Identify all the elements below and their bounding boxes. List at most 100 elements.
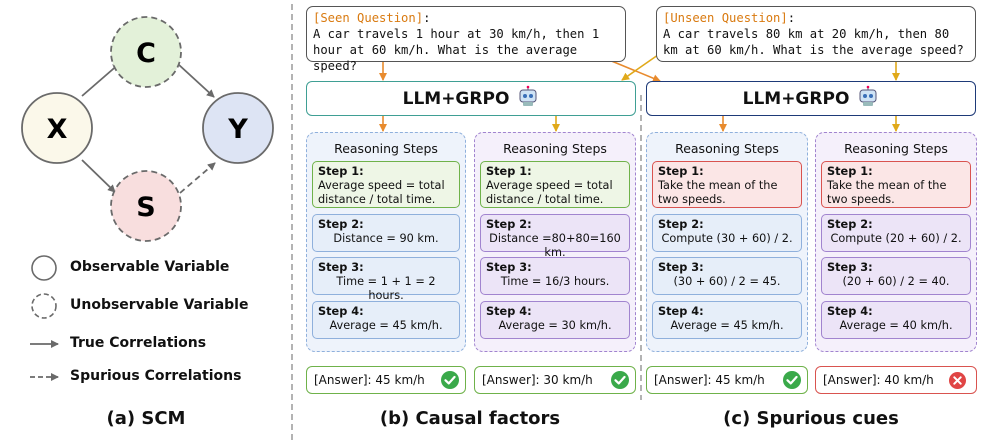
node-y-label: Y: [227, 114, 248, 145]
step-text: Distance =80+80=160 km.: [489, 232, 621, 259]
node-s-label: S: [136, 192, 155, 223]
edge-x-c: [81, 62, 121, 97]
step-label: Step 2:: [486, 218, 532, 231]
legend-unobservable-icon: [31, 293, 57, 319]
llm-grpo-box-left: LLM+GRPO: [306, 81, 636, 116]
legend-observable-icon: [31, 255, 57, 281]
step-box: Step 4: Average = 30 km/h.: [480, 301, 630, 339]
step-text: Average = 40 km/h.: [839, 319, 953, 332]
step-box: Step 4: Average = 45 km/h.: [652, 301, 802, 339]
step-label: Step 4:: [658, 305, 704, 318]
answer-box-4: [Answer]: 40 km/h: [815, 366, 977, 394]
answer-text: [Answer]: 45 km/h: [654, 373, 765, 387]
reasoning-title: Reasoning Steps: [675, 141, 779, 156]
seen-question-colon: :: [423, 11, 431, 25]
llm-grpo-label-right: LLM+GRPO: [742, 88, 850, 109]
step-label: Step 2:: [827, 218, 873, 231]
node-c-label: C: [136, 38, 156, 69]
node-y: [202, 92, 274, 164]
caption-causal-factors: (b) Causal factors: [379, 408, 561, 429]
step-box: Step 3: (20 + 60) / 2 = 40.: [821, 257, 971, 295]
step-box: Step 3: (30 + 60) / 2 = 45.: [652, 257, 802, 295]
step-text: Take the mean of the two speeds.: [658, 179, 778, 206]
unseen-question-box: [Unseen Question]: A car travels 80 km a…: [656, 6, 976, 62]
check-icon: [611, 371, 629, 392]
step-label: Step 2:: [318, 218, 364, 231]
unseen-question-tag: [Unseen Question]: [663, 11, 788, 25]
legend-observable-label: Observable Variable: [70, 259, 230, 275]
step-text: Compute (20 + 60) / 2.: [830, 232, 962, 245]
answer-text: [Answer]: 40 km/h: [823, 373, 934, 387]
legend-unobservable-label: Unobservable Variable: [70, 297, 249, 313]
step-box: Step 1: Take the mean of the two speeds.: [821, 161, 971, 208]
step-box: Step 4: Average = 45 km/h.: [312, 301, 460, 339]
step-text: (30 + 60) / 2 = 45.: [673, 275, 781, 288]
reasoning-column-2: Reasoning Steps Step 1: Average speed = …: [474, 132, 636, 352]
reasoning-title: Reasoning Steps: [334, 141, 438, 156]
step-text: Average = 45 km/h.: [329, 319, 443, 332]
answer-box-3: [Answer]: 45 km/h: [646, 366, 808, 394]
step-label: Step 4:: [486, 305, 532, 318]
check-icon: [441, 371, 459, 392]
step-text: Average = 45 km/h.: [670, 319, 784, 332]
step-text: Compute (30 + 60) / 2.: [661, 232, 793, 245]
step-label: Step 2:: [658, 218, 704, 231]
unseen-question-text: A car travels 80 km at 20 km/h, then 80 …: [663, 27, 964, 57]
llm-grpo-label-left: LLM+GRPO: [402, 88, 510, 109]
step-text: Average = 30 km/h.: [498, 319, 612, 332]
answer-box-1: [Answer]: 45 km/h: [306, 366, 466, 394]
llm-grpo-box-right: LLM+GRPO: [646, 81, 976, 116]
node-c: [110, 16, 182, 88]
answer-text: [Answer]: 30 km/h: [482, 373, 593, 387]
step-label: Step 3:: [486, 261, 532, 274]
step-text: Distance = 90 km.: [333, 232, 439, 245]
unseen-question-colon: :: [787, 11, 796, 25]
step-box: Step 4: Average = 40 km/h.: [821, 301, 971, 339]
step-label: Step 1:: [827, 165, 873, 178]
step-box: Step 2: Distance = 90 km.: [312, 214, 460, 252]
edge-s-y: [179, 162, 216, 194]
node-x-label: X: [47, 114, 68, 145]
node-s: [110, 170, 182, 242]
step-label: Step 3:: [318, 261, 364, 274]
step-box: Step 1: Average speed = total distance /…: [480, 161, 630, 208]
step-label: Step 3:: [827, 261, 873, 274]
step-label: Step 1:: [658, 165, 704, 178]
step-text: Average speed = total distance / total t…: [318, 179, 445, 206]
seen-question-tag: [Seen Question]: [313, 11, 424, 25]
check-icon: [783, 371, 801, 392]
caption-spurious-cues: (c) Spurious cues: [723, 408, 899, 429]
answer-text: [Answer]: 45 km/h: [314, 373, 425, 387]
robot-icon: [517, 85, 539, 112]
step-box: Step 3: Time = 16/3 hours.: [480, 257, 630, 295]
answer-box-2: [Answer]: 30 km/h: [474, 366, 636, 394]
step-text: Time = 1 + 1 = 2 hours.: [336, 275, 436, 302]
edge-c-y: [177, 63, 215, 98]
step-label: Step 1:: [486, 165, 532, 178]
step-label: Step 4:: [827, 305, 873, 318]
reasoning-column-4: Reasoning Steps Step 1: Take the mean of…: [815, 132, 977, 352]
step-box: Step 2: Compute (20 + 60) / 2.: [821, 214, 971, 252]
step-text: Take the mean of the two speeds.: [827, 179, 947, 206]
robot-icon: [857, 85, 879, 112]
legend-true-label: True Correlations: [70, 335, 207, 351]
step-box: Step 1: Average speed = total distance /…: [312, 161, 460, 208]
step-text: (20 + 60) / 2 = 40.: [842, 275, 950, 288]
step-text: Time = 16/3 hours.: [500, 275, 610, 288]
reasoning-title: Reasoning Steps: [503, 141, 607, 156]
legend-spurious-label: Spurious Correlations: [70, 368, 242, 384]
node-x: [21, 92, 93, 164]
reasoning-column-1: Reasoning Steps Step 1: Average speed = …: [306, 132, 466, 352]
step-label: Step 4:: [318, 305, 364, 318]
step-box: Step 2: Distance =80+80=160 km.: [480, 214, 630, 259]
cross-icon: [949, 372, 966, 392]
step-text: Average speed = total distance / total t…: [486, 179, 613, 206]
step-box: Step 3: Time = 1 + 1 = 2 hours.: [312, 257, 460, 302]
reasoning-title: Reasoning Steps: [844, 141, 948, 156]
seen-question-box: [Seen Question]: A car travels 1 hour at…: [306, 6, 626, 73]
caption-scm: (a) SCM: [106, 408, 186, 429]
step-box: Step 2: Compute (30 + 60) / 2.: [652, 214, 802, 252]
step-box: Step 1: Take the mean of the two speeds.: [652, 161, 802, 208]
